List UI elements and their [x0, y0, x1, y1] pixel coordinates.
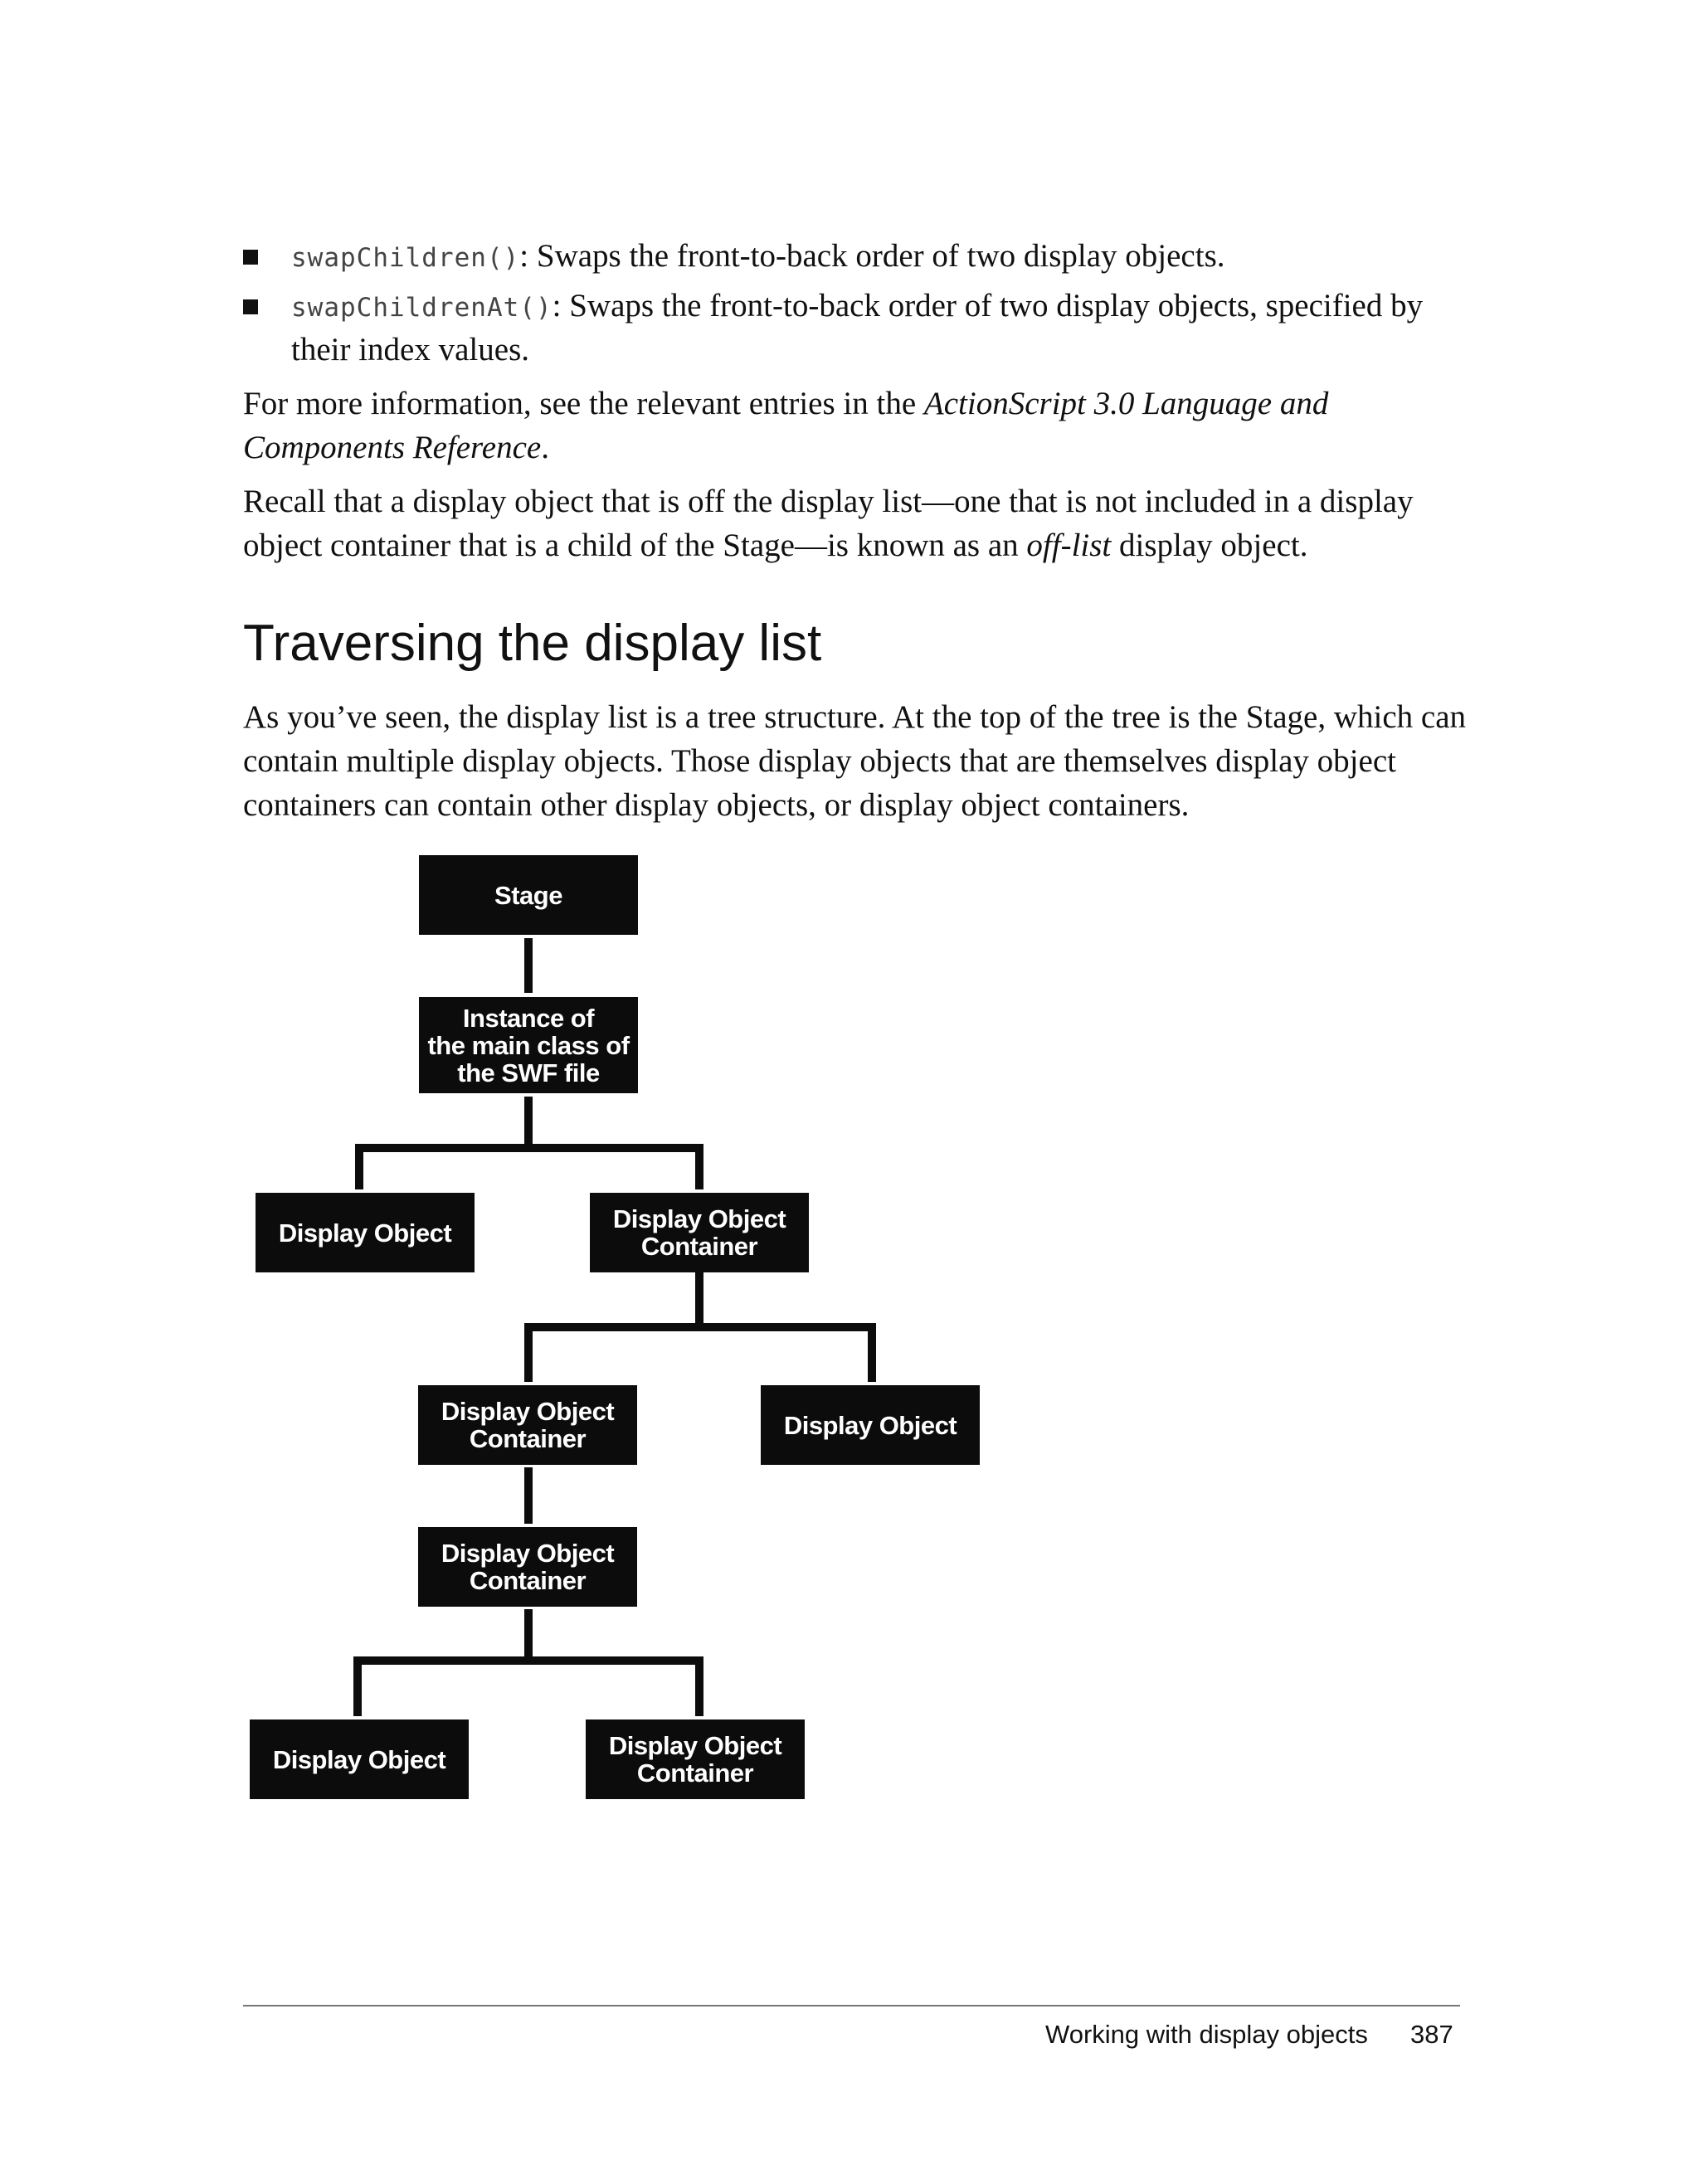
paragraph-reference-line2: Components Reference. — [243, 430, 549, 465]
section-paragraph-line2: contain multiple display objects. Those … — [243, 743, 1396, 779]
bullet-item: swapChildrenAt(): Swaps the front-to-bac… — [291, 284, 1423, 330]
off-list-term: off-list — [1026, 528, 1112, 563]
bullet-marker — [243, 250, 258, 265]
bullet-text: : Swaps the front-to-back order of two d… — [552, 288, 1424, 323]
section-paragraph-line1: As you’ve seen, the display list is a tr… — [243, 699, 1467, 735]
bullet-text: : Swaps the front-to-back order of two d… — [519, 238, 1225, 274]
reference-title-continued: Components Reference — [243, 430, 542, 465]
connector-line — [353, 1656, 362, 1716]
connector-line — [695, 1144, 703, 1189]
connector-line — [355, 1144, 703, 1152]
display-object-node: Display Object — [761, 1385, 980, 1465]
connector-line — [355, 1144, 363, 1189]
display-object-container-node: Display Object Container — [418, 1385, 637, 1465]
bullet-text-continued: their index values. — [291, 332, 529, 367]
connector-line — [353, 1656, 703, 1665]
display-object-container-node: Display Object Container — [418, 1527, 637, 1607]
bullet-item: swapChildren(): Swaps the front-to-back … — [291, 234, 1225, 280]
method-name: swapChildrenAt() — [291, 293, 553, 323]
bullet-marker — [243, 299, 258, 314]
display-object-container-node: Display Object Container — [586, 1719, 805, 1799]
reference-title: ActionScript 3.0 Language and — [923, 386, 1329, 421]
footer-chapter-title: Working with display objects — [1045, 2020, 1368, 2049]
footer-divider — [243, 2005, 1460, 2006]
connector-line — [868, 1323, 876, 1382]
page-number: 387 — [1410, 2020, 1453, 2049]
connector-line — [524, 938, 533, 993]
connector-line — [524, 1097, 533, 1148]
display-object-node: Display Object — [256, 1193, 475, 1272]
connector-line — [524, 1323, 876, 1331]
display-object-container-node: Display Object Container — [590, 1193, 809, 1272]
paragraph-off-list-line1: Recall that a display object that is off… — [243, 484, 1414, 519]
connector-line — [524, 1609, 533, 1661]
display-object-node: Display Object — [250, 1719, 469, 1799]
connector-line — [695, 1272, 703, 1327]
stage-node: Stage — [419, 855, 638, 935]
paragraph-off-list-line2: object container that is a child of the … — [243, 528, 1308, 563]
connector-line — [524, 1467, 533, 1524]
method-name: swapChildren() — [291, 243, 520, 273]
main-instance-node: Instance of the main class of the SWF fi… — [419, 997, 638, 1093]
connector-line — [695, 1656, 703, 1716]
paragraph-reference: For more information, see the relevant e… — [243, 382, 1328, 426]
connector-line — [524, 1323, 533, 1382]
section-paragraph-line3: containers can contain other display obj… — [243, 787, 1190, 823]
paragraph-text: For more information, see the relevant e… — [243, 386, 924, 421]
section-heading: Traversing the display list — [243, 615, 822, 672]
